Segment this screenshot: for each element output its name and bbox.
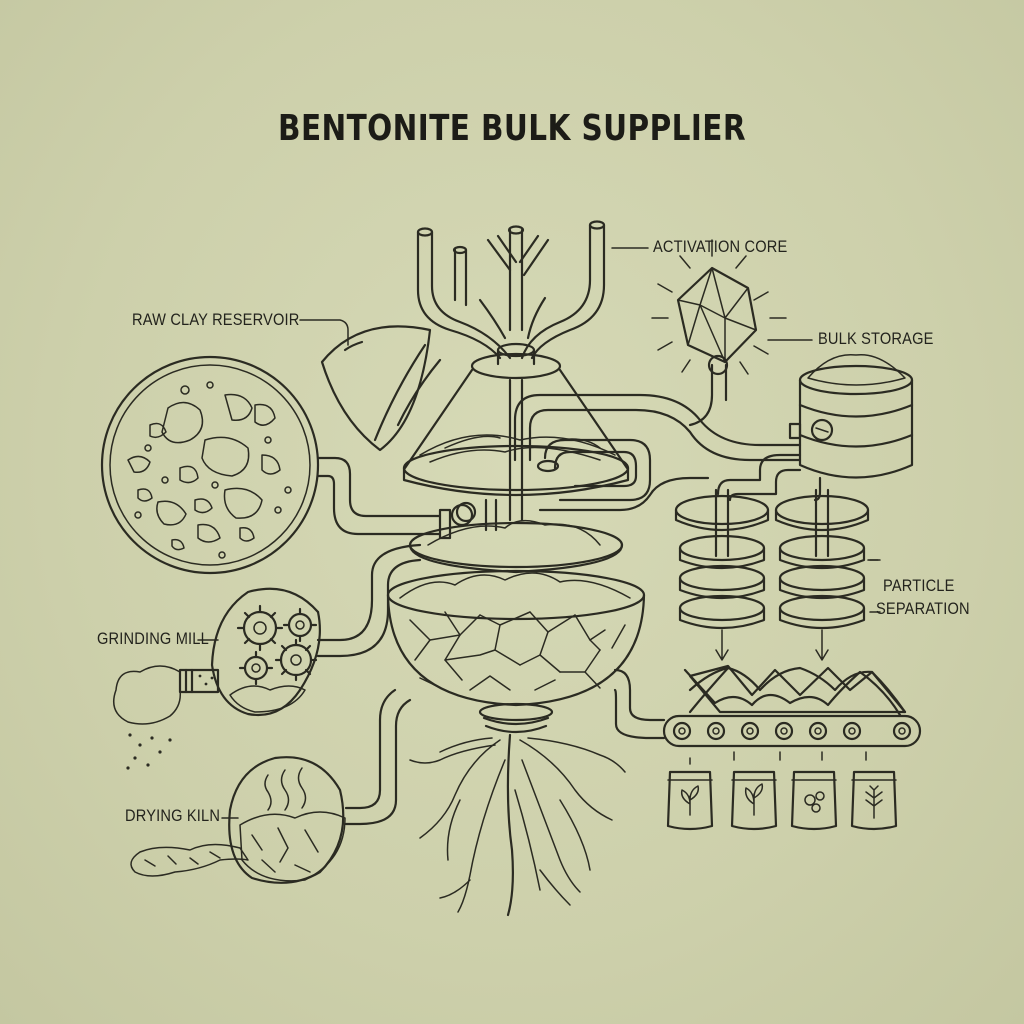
sieve-stack-right bbox=[774, 488, 881, 661]
raw-clay-reservoir-circle bbox=[100, 355, 320, 575]
label-separation-line2: SEPARATION bbox=[876, 599, 970, 618]
reservoir-lid bbox=[320, 325, 442, 452]
sack-icon-4 bbox=[850, 770, 898, 831]
central-funnel bbox=[402, 368, 630, 574]
leader-lines bbox=[197, 247, 879, 819]
sack-icon-1 bbox=[666, 770, 714, 831]
drying-kiln-circle bbox=[228, 756, 346, 884]
pipe-network bbox=[316, 354, 822, 826]
label-bulk-storage: BULK STORAGE bbox=[818, 329, 934, 348]
crystal-icon bbox=[651, 239, 787, 375]
mill-dust-spout bbox=[113, 665, 220, 770]
sack-icon-2 bbox=[730, 770, 778, 831]
grinding-mill-circle bbox=[210, 587, 321, 716]
label-grinding-mill: GRINDING MILL bbox=[97, 629, 209, 648]
gear-icon bbox=[236, 604, 318, 686]
barrel-icon bbox=[788, 353, 914, 479]
roots bbox=[409, 733, 626, 917]
kiln-discharge bbox=[130, 843, 249, 877]
label-particle-line1: PARTICLE bbox=[883, 576, 955, 595]
page-title: BENTONITE BULK SUPPLIER bbox=[278, 108, 746, 149]
label-activation-core: ACTIVATION CORE bbox=[653, 237, 788, 256]
conveyor-belt bbox=[662, 664, 922, 765]
branching-intake-pipes bbox=[416, 220, 606, 380]
label-raw-clay-reservoir: RAW CLAY RESERVOIR bbox=[132, 310, 300, 329]
label-drying-kiln: DRYING KILN bbox=[125, 806, 221, 825]
sieve-stack-left bbox=[674, 488, 770, 661]
sack-icon-3 bbox=[790, 770, 838, 831]
mixing-bowl bbox=[386, 569, 646, 734]
